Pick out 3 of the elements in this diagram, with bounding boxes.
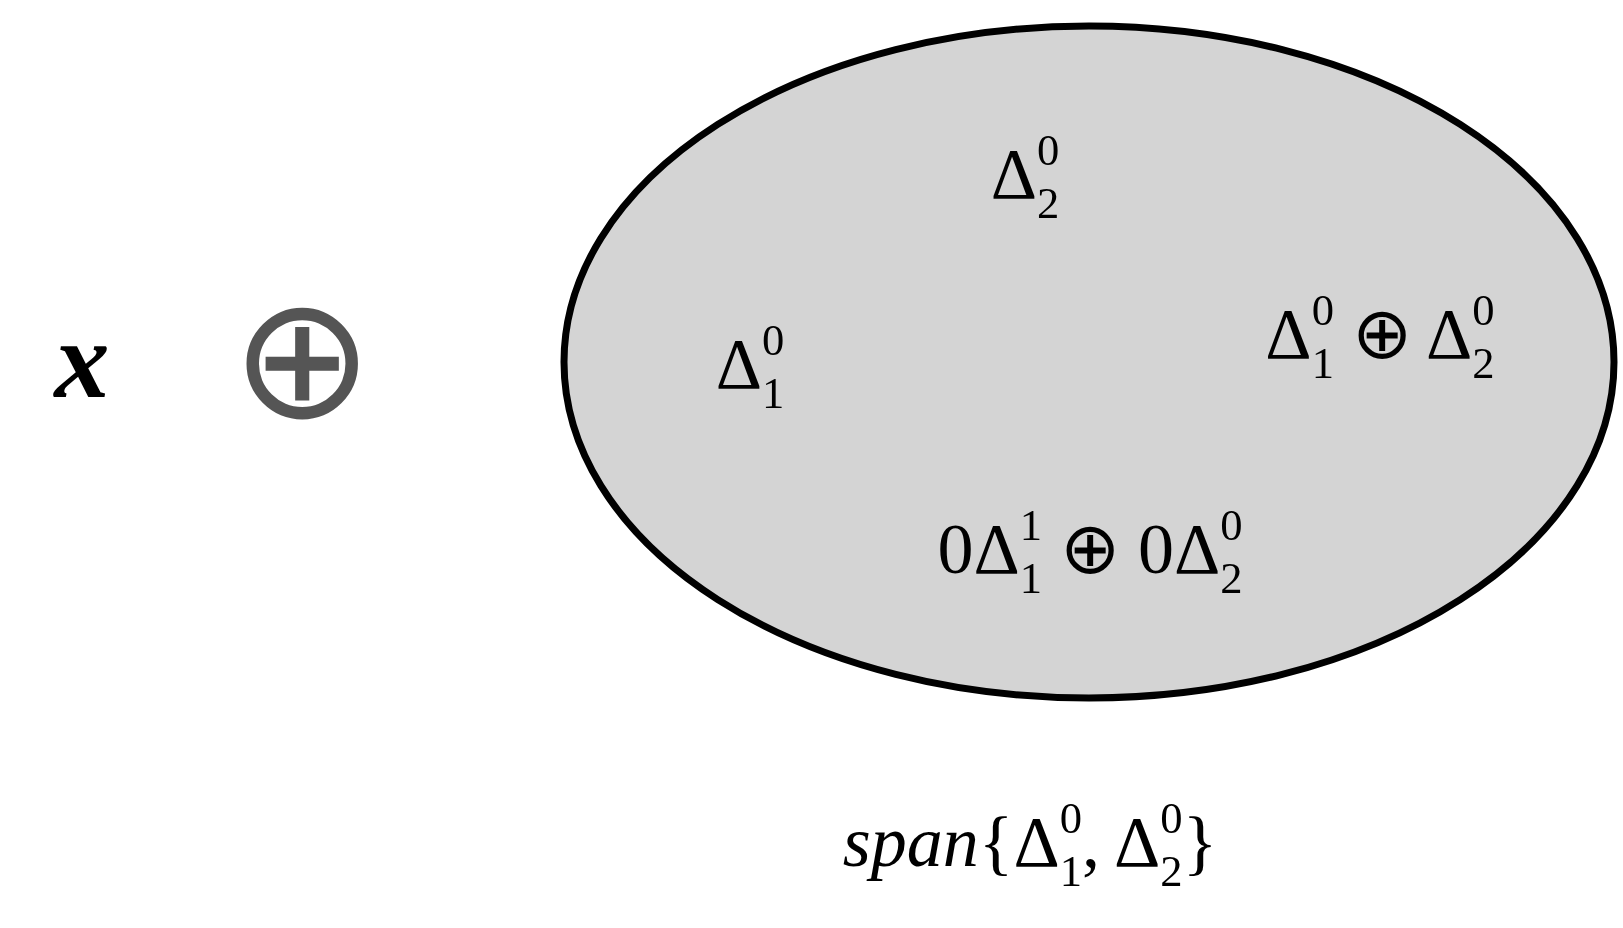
caption: span{Δ$_{1}$$^{0}$, Δ$_{2}$$^{0}$} [842,795,1218,895]
variable-label: x [54,305,110,415]
operator-symbol: ⊕ [231,275,373,445]
